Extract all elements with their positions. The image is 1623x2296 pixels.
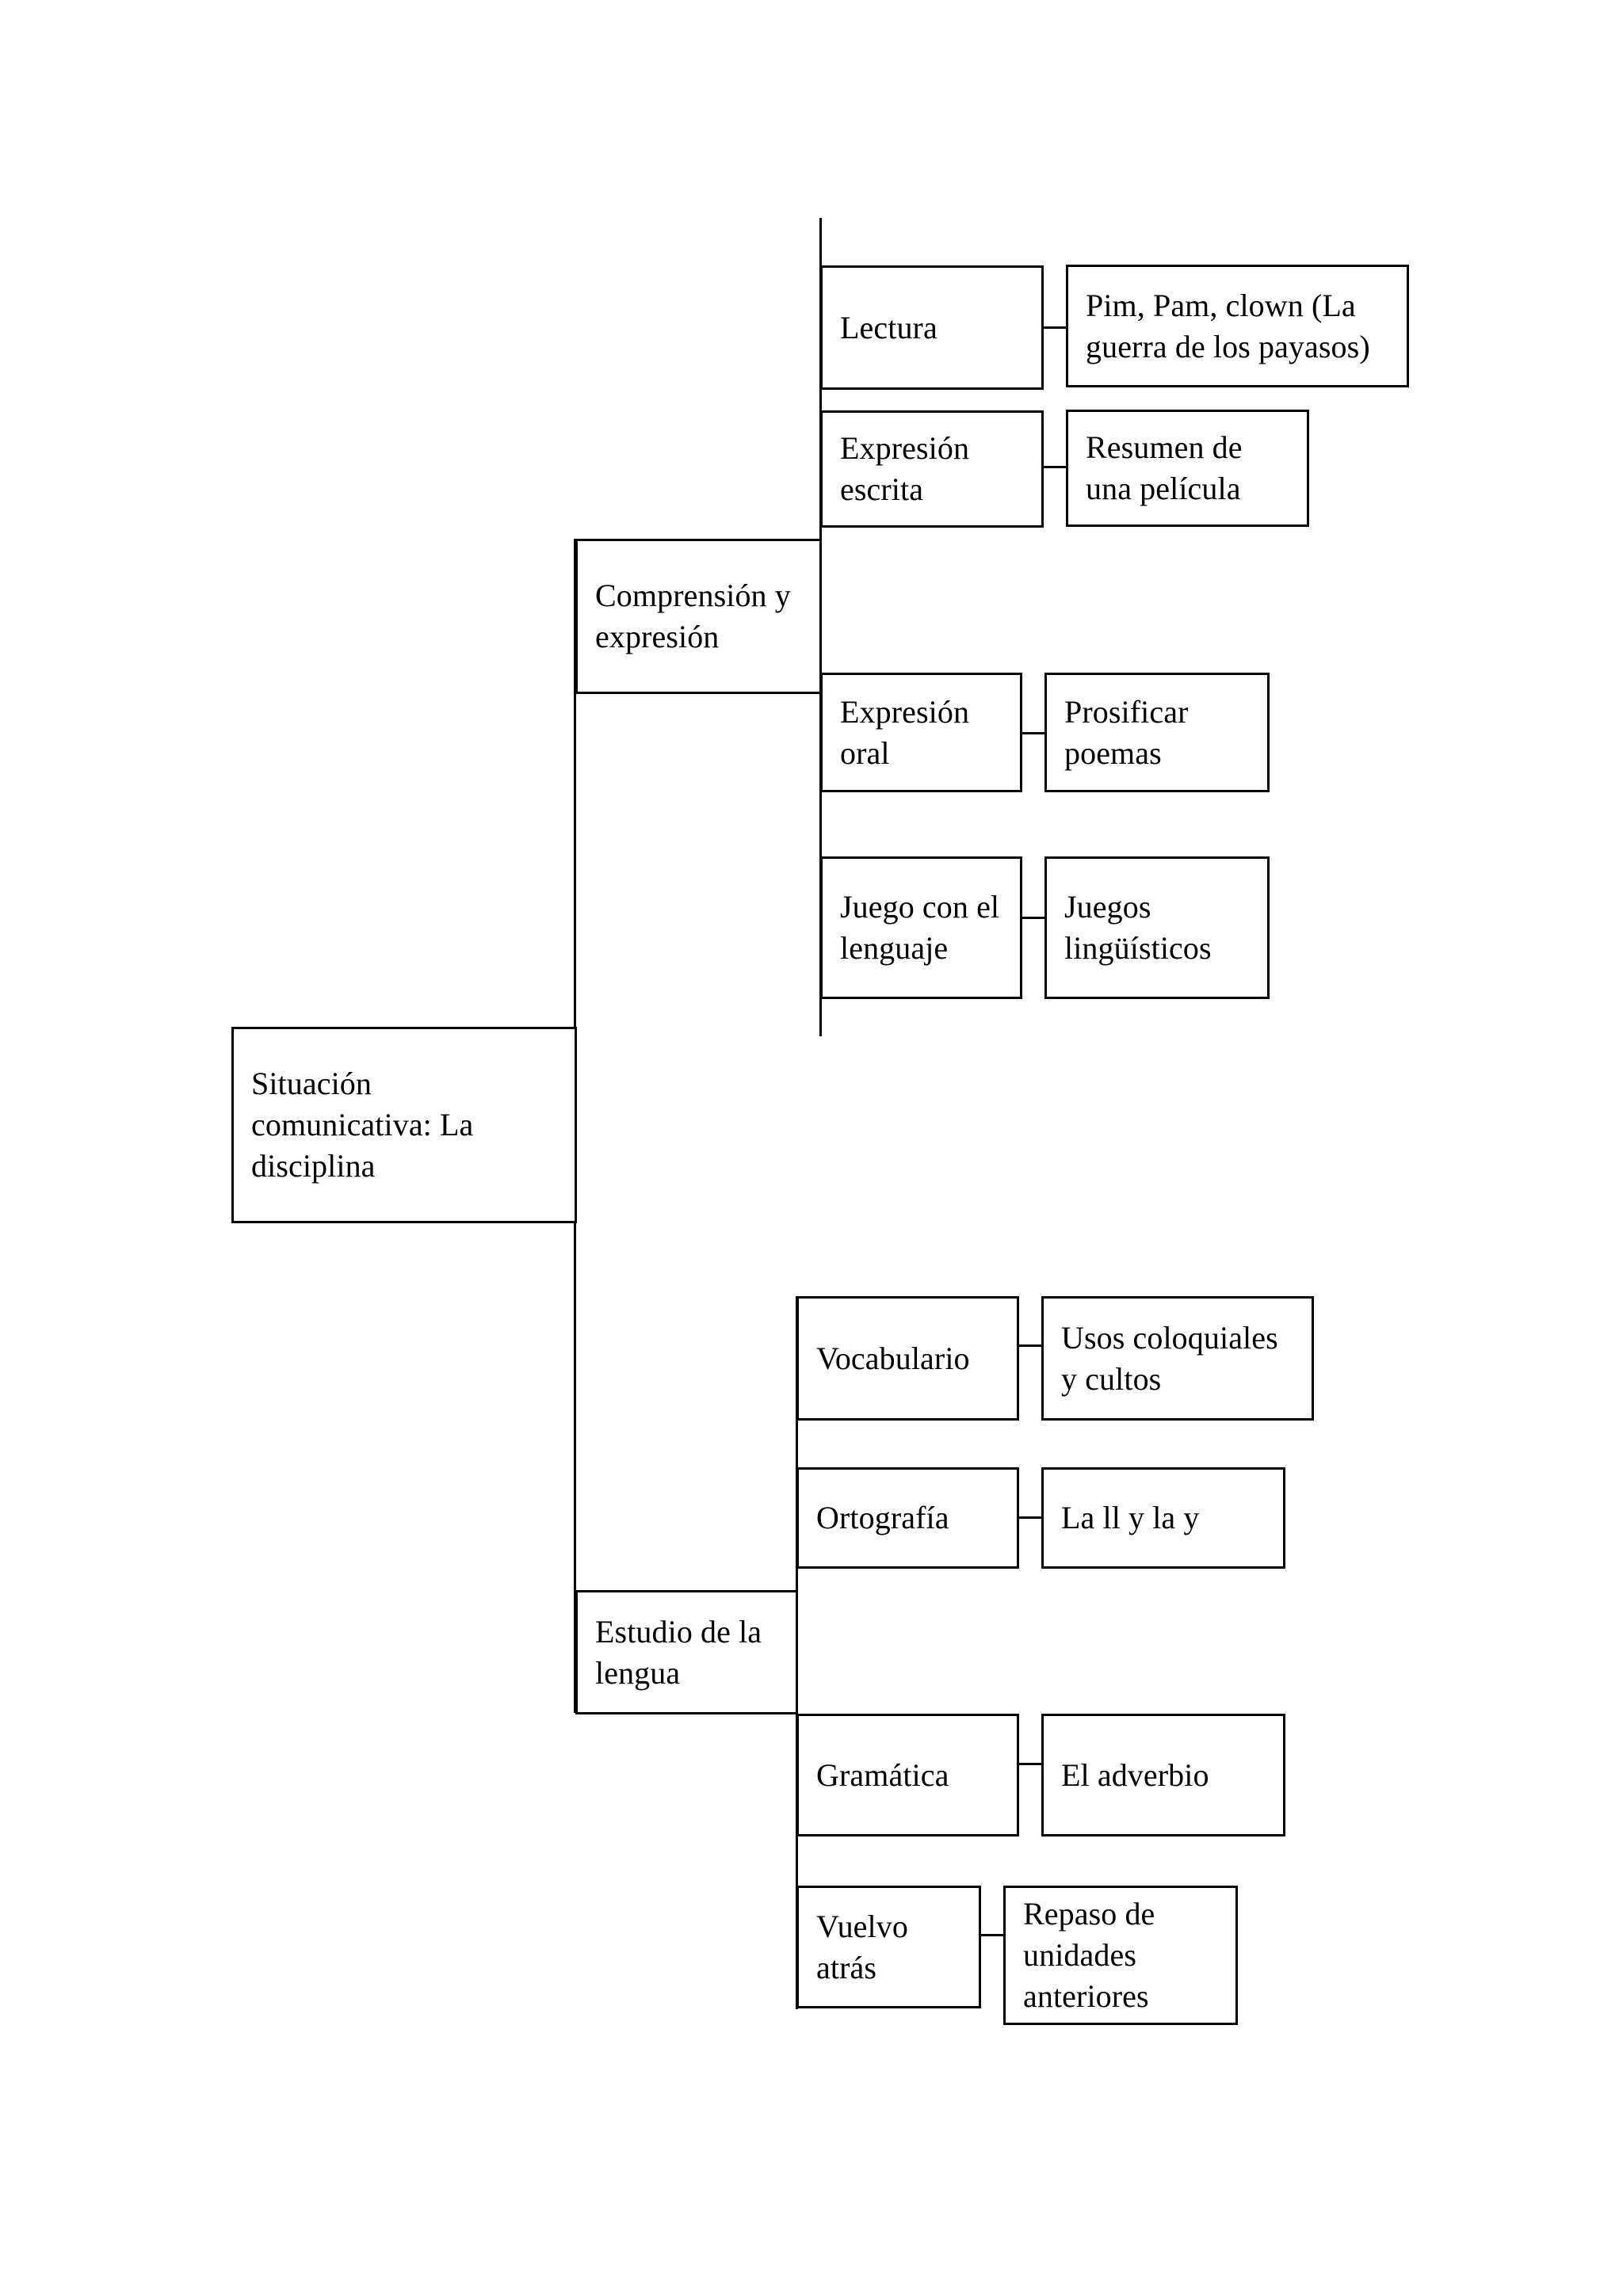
- connector-expresion-oral-detail: [1021, 732, 1046, 734]
- topic-label: Gramática: [816, 1756, 949, 1793]
- topic-node-gramatica[interactable]: Gramática: [796, 1714, 1019, 1836]
- connector-vocabulario-detail: [1018, 1344, 1043, 1347]
- detail-label: Resumen de una película: [1086, 429, 1243, 506]
- detail-node-expresion-oral[interactable]: Prosificar poemas: [1044, 673, 1270, 792]
- branch-node-estudio-de-la-lengua[interactable]: Estudio de la lengua: [575, 1590, 798, 1714]
- topic-node-juego-con-el-lenguaje[interactable]: Juego con el lenguaje: [820, 856, 1022, 999]
- detail-node-gramatica[interactable]: El adverbio: [1041, 1714, 1285, 1836]
- connector-gramatica-detail: [1018, 1763, 1043, 1765]
- connector-ortografia-detail: [1018, 1516, 1043, 1519]
- topic-node-vuelvo-atras[interactable]: Vuelvo atrás: [796, 1886, 981, 2008]
- topic-label: Vocabulario: [816, 1340, 970, 1376]
- topic-node-expresion-oral[interactable]: Expresión oral: [820, 673, 1022, 792]
- detail-node-vocabulario[interactable]: Usos coloquiales y cultos: [1041, 1296, 1314, 1421]
- root-node[interactable]: Situación comunicativa: La disciplina: [231, 1027, 577, 1223]
- topic-label: Expresión escrita: [840, 430, 970, 507]
- detail-label: Repaso de unidades anteriores: [1023, 1896, 1155, 2014]
- detail-label: Prosificar poemas: [1064, 693, 1189, 771]
- detail-node-expresion-escrita[interactable]: Resumen de una película: [1066, 410, 1309, 527]
- topic-label: Lectura: [840, 309, 938, 345]
- connector-lectura-detail: [1042, 326, 1067, 329]
- detail-node-lectura[interactable]: Pim, Pam, clown (La guerra de los payaso…: [1066, 265, 1409, 387]
- detail-node-ortografia[interactable]: La ll y la y: [1041, 1467, 1285, 1569]
- detail-node-vuelvo-atras[interactable]: Repaso de unidades anteriores: [1003, 1886, 1238, 2025]
- branch-label: Estudio de la lengua: [595, 1613, 762, 1691]
- topic-node-ortografia[interactable]: Ortografía: [796, 1467, 1019, 1569]
- detail-node-juego-con-el-lenguaje[interactable]: Juegos lingüísticos: [1044, 856, 1270, 999]
- topic-node-expresion-escrita[interactable]: Expresión escrita: [820, 410, 1044, 528]
- connector-vuelvo-atras-detail: [980, 1934, 1005, 1936]
- detail-label: Usos coloquiales y cultos: [1061, 1319, 1278, 1397]
- detail-label: Pim, Pam, clown (La guerra de los payaso…: [1086, 287, 1370, 364]
- branch-label: Comprensión y expresión: [595, 578, 791, 654]
- connector-expresion-escrita-detail: [1042, 466, 1067, 468]
- topic-label: Expresión oral: [840, 693, 970, 771]
- topic-node-vocabulario[interactable]: Vocabulario: [796, 1296, 1019, 1421]
- topic-label: Juego con el lenguaje: [840, 889, 1000, 966]
- root-node-label: Situación comunicativa: La disciplina: [251, 1066, 474, 1184]
- topic-label: Vuelvo atrás: [816, 1908, 908, 1985]
- detail-label: La ll y la y: [1061, 1500, 1200, 1535]
- detail-label: El adverbio: [1061, 1756, 1209, 1793]
- topic-label: Ortografía: [816, 1500, 949, 1535]
- branch-node-comprension-y-expresion[interactable]: Comprensión y expresión: [575, 539, 822, 694]
- topic-node-lectura[interactable]: Lectura: [820, 265, 1044, 390]
- connector-juego-detail: [1021, 917, 1046, 919]
- detail-label: Juegos lingüísticos: [1064, 889, 1212, 966]
